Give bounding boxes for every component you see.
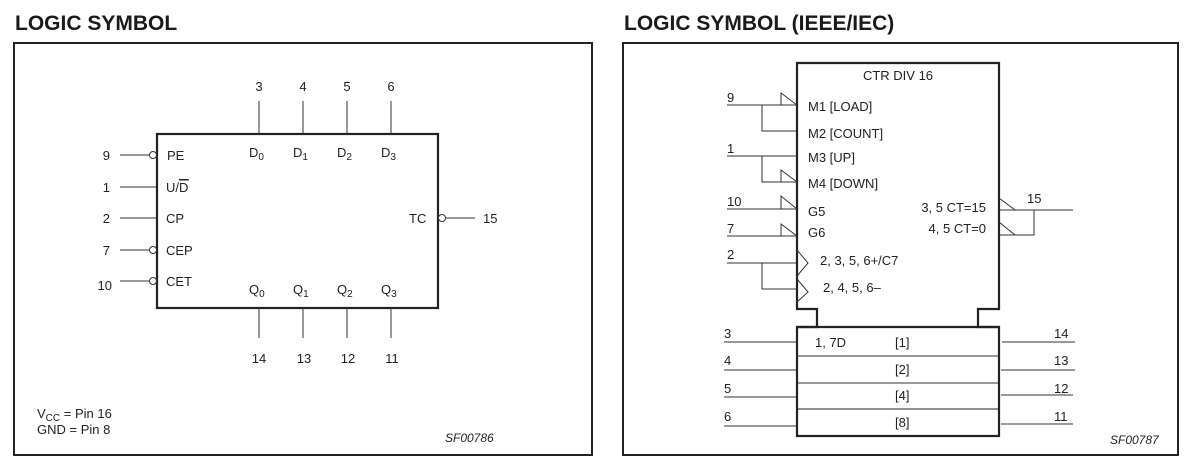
- pin-number: 9: [727, 90, 734, 105]
- register-header: 1, 7D: [815, 335, 846, 350]
- ctr-outputs: 3, 5 CT=15 4, 5 CT=0 15: [921, 191, 1073, 236]
- pin-number: 4: [724, 353, 731, 368]
- figure-id: SF00787: [1110, 433, 1160, 447]
- label-m4: M4 [DOWN]: [808, 176, 878, 191]
- register-cell: [1]: [895, 335, 909, 350]
- left-frame: [13, 42, 593, 456]
- pin-d2: 5 D2: [337, 79, 352, 163]
- pin-number: 11: [1054, 409, 1068, 424]
- register-block: 1, 7D [1] [2] [4] [8] 3 4 5 6 14 13 12 1…: [724, 326, 1075, 430]
- pin-number: 11: [385, 351, 399, 366]
- pin-number: 13: [1054, 353, 1068, 368]
- pin-number: 5: [724, 381, 731, 396]
- pin-label: CP: [166, 211, 184, 226]
- pin-number: 3: [255, 79, 262, 94]
- pin-number: 2: [103, 211, 110, 226]
- label-clock-down: 2, 4, 5, 6–: [823, 280, 882, 295]
- clock-triangle: [796, 278, 809, 303]
- pin-number: 15: [1027, 191, 1041, 206]
- label-m2: M2 [COUNT]: [808, 126, 883, 141]
- vcc-note: VCC = Pin 16: [37, 406, 112, 424]
- pin-label: Q0: [249, 282, 265, 300]
- pin-label: D1: [293, 145, 308, 163]
- pin-label: U/D: [166, 180, 188, 195]
- pin-number: 9: [103, 148, 110, 163]
- pin-label: PE: [167, 148, 185, 163]
- pin-number: 10: [98, 278, 112, 293]
- right-title: LOGIC SYMBOL (IEEE/IEC): [624, 12, 895, 35]
- label-g6: G6: [808, 225, 825, 240]
- ctr-inputs: 9 1 10 7 2: [727, 90, 809, 303]
- pin-tc: TC 15: [409, 211, 497, 226]
- data-inputs: 3 D0 4 D1 5 D2 6 D3: [249, 79, 396, 163]
- pin-cp: 2 CP: [103, 211, 184, 226]
- label-m3: M3 [UP]: [808, 150, 855, 165]
- ctr-title: CTR DIV 16: [863, 68, 933, 83]
- register-cell: [4]: [895, 388, 909, 403]
- label-ct0: 4, 5 CT=0: [929, 221, 986, 236]
- pin-label: CET: [166, 274, 192, 289]
- pin-number: 5: [343, 79, 350, 94]
- inversion-bubble: [149, 246, 157, 254]
- pin-pe: 9 PE: [103, 148, 185, 163]
- inversion-bubble: [438, 214, 446, 222]
- pin-number: 6: [387, 79, 394, 94]
- label-m1: M1 [LOAD]: [808, 99, 872, 114]
- pin-number: 10: [727, 194, 741, 209]
- pin-number: 13: [297, 351, 311, 366]
- pin-number: 15: [483, 211, 497, 226]
- figure-id: SF00786: [445, 431, 494, 445]
- label-g5: G5: [808, 204, 825, 219]
- pin-d3: 6 D3: [381, 79, 396, 163]
- pin-d0: 3 D0: [249, 79, 264, 163]
- pin-q0: Q0 14: [249, 282, 266, 366]
- register-cell: [2]: [895, 362, 909, 377]
- inversion-bubble: [149, 151, 157, 159]
- pin-number: 4: [299, 79, 306, 94]
- pin-number: 14: [1054, 326, 1068, 341]
- counter-block: [155, 132, 440, 310]
- label-ct15: 3, 5 CT=15: [921, 200, 986, 215]
- pin-number: 7: [727, 221, 734, 236]
- left-title: LOGIC SYMBOL: [15, 12, 178, 35]
- control-labels: M1 [LOAD] M2 [COUNT] M3 [UP] M4 [DOWN] G…: [808, 99, 898, 295]
- pin-number: 1: [727, 141, 734, 156]
- label-clock-up: 2, 3, 5, 6+/C7: [820, 253, 898, 268]
- pin-cet: 10 CET: [98, 274, 193, 293]
- pin-number: 12: [1054, 381, 1068, 396]
- pin-number: 1: [103, 180, 110, 195]
- pin-q3: Q3 11: [381, 282, 399, 366]
- pin-label: CEP: [166, 243, 193, 258]
- pin-label: TC: [409, 211, 426, 226]
- control-inputs: 9 PE 1 U/D 2 CP 7 CEP 10 CET: [98, 148, 193, 293]
- pin-number: 3: [724, 326, 731, 341]
- pin-label: D0: [249, 145, 264, 163]
- clock-triangle: [796, 249, 809, 277]
- gnd-note: GND = Pin 8: [37, 422, 110, 437]
- pin-number: 6: [724, 409, 731, 424]
- q-outputs: Q0 14 Q1 13 Q2 12 Q3 11: [249, 282, 399, 366]
- pin-q1: Q1 13: [293, 282, 311, 366]
- pin-label: Q2: [337, 282, 353, 300]
- pin-label: Q3: [381, 282, 397, 300]
- pin-label: D2: [337, 145, 352, 163]
- pin-label: D3: [381, 145, 396, 163]
- pin-number: 12: [341, 351, 355, 366]
- pin-number: 14: [252, 351, 266, 366]
- pin-number: 2: [727, 247, 734, 262]
- register-cell: [8]: [895, 415, 909, 430]
- pin-q2: Q2 12: [337, 282, 355, 366]
- ctr-control-block: [795, 61, 1001, 438]
- pin-cep: 7 CEP: [103, 243, 193, 258]
- inversion-bubble: [149, 277, 157, 285]
- pin-number: 7: [103, 243, 110, 258]
- pin-label: Q1: [293, 282, 309, 300]
- pin-ud: 1 U/D: [103, 179, 189, 195]
- pin-d1: 4 D1: [293, 79, 308, 163]
- right-frame: [622, 42, 1179, 456]
